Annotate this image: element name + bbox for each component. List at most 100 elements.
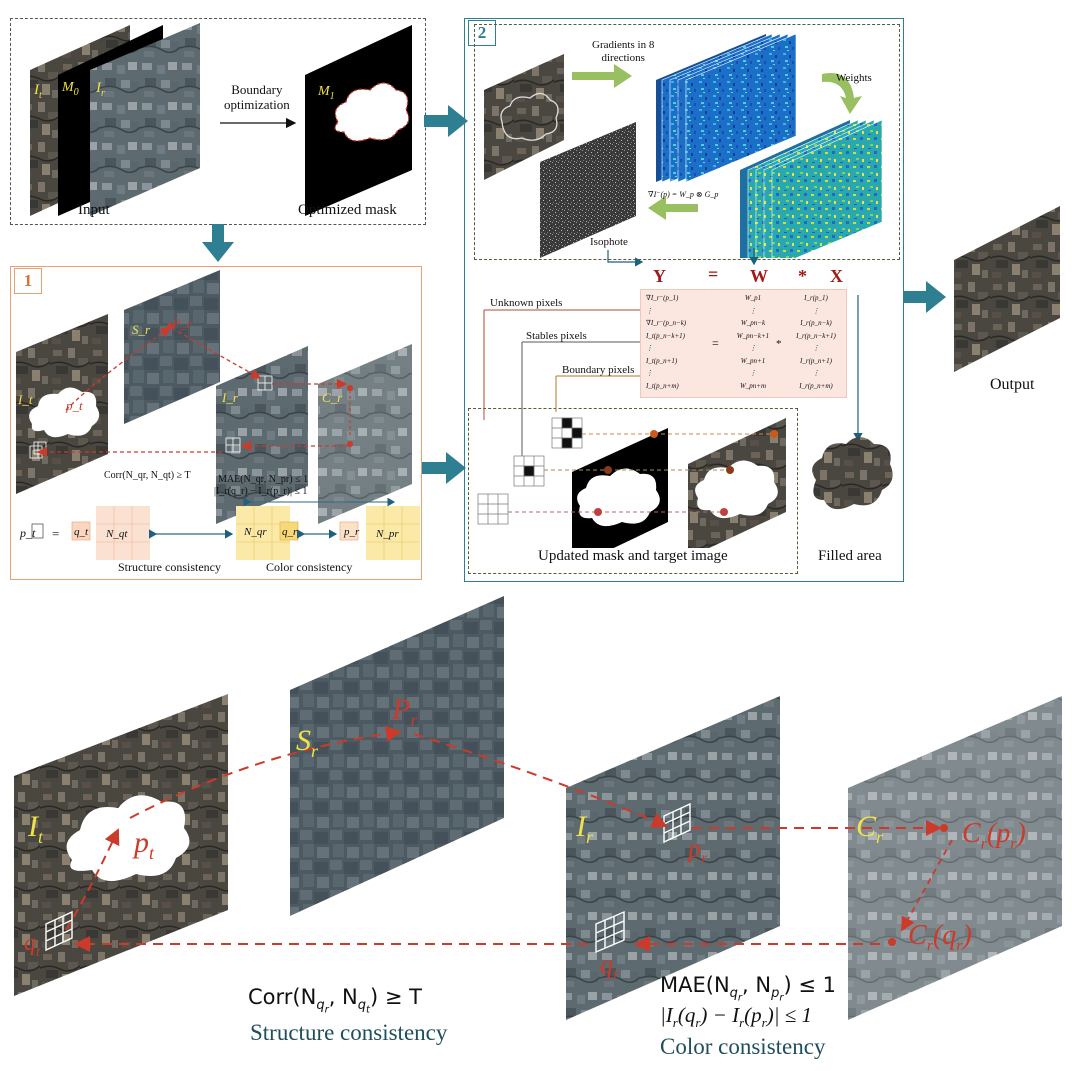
bottom-link-Pr-to-pr bbox=[413, 733, 668, 828]
p1-cloud bbox=[29, 387, 100, 438]
p1-color-caption: Color consistency bbox=[266, 560, 353, 574]
output-caption: Output bbox=[990, 376, 1035, 393]
gradient-subpanel bbox=[474, 24, 900, 260]
bottom-label-Cr: Cr bbox=[856, 810, 884, 847]
weights-label: Weights bbox=[836, 72, 872, 84]
bottom-label-qt: qt bbox=[24, 930, 40, 960]
p1-grid-qr bbox=[225, 437, 241, 453]
eq-star: * bbox=[798, 266, 807, 286]
badge-1: 1 bbox=[14, 268, 42, 294]
eq-Y: Y bbox=[653, 266, 666, 286]
p1-abs-formula: |I_r(q_r) − I_r(p_r)| ≤ 1 bbox=[214, 486, 308, 497]
arrow-to-output bbox=[904, 281, 946, 313]
p1-label-It: I_t bbox=[18, 392, 33, 407]
equation-matrix bbox=[640, 289, 847, 398]
teal-arrows bbox=[202, 105, 946, 484]
input-layers bbox=[30, 23, 412, 216]
p1-grid-Nqt bbox=[96, 506, 150, 560]
input-caption: Input bbox=[78, 202, 110, 218]
p1-label-Cr: C_r bbox=[322, 390, 343, 405]
panel-1 bbox=[10, 266, 422, 580]
p1-pr-label: p_r bbox=[344, 526, 360, 538]
p2-source-image bbox=[484, 54, 564, 180]
matrix-dot: * bbox=[776, 338, 782, 350]
label-M0: M0 bbox=[62, 80, 79, 98]
weights-arrow bbox=[822, 73, 862, 114]
unknown-pixels-label: Unknown pixels bbox=[490, 297, 563, 309]
bottom-abs-formula: |Ir(qr) − Ir(pr)| ≤ 1 bbox=[660, 1003, 812, 1031]
label-Ir: Ir bbox=[96, 80, 105, 99]
p1-image-Sr bbox=[124, 270, 220, 424]
p1-mae-formula: MAE(N_qr, N_pr) ≤ 1 bbox=[218, 474, 309, 485]
update-illustration bbox=[477, 417, 786, 548]
bottom-image-Sr bbox=[290, 596, 504, 916]
blue-gradient-stack bbox=[656, 33, 797, 183]
eq-equals: = bbox=[708, 264, 719, 284]
bottom-label-Sr: Sr bbox=[296, 724, 319, 761]
p1-corr-formula: Corr(N_qr, N_qt) ≥ T bbox=[104, 470, 191, 481]
p1-image-Cr bbox=[318, 344, 412, 524]
p1-pt-eq-label: p_t bbox=[20, 526, 36, 540]
isophote-label: Isophote bbox=[590, 236, 628, 248]
bottom-label-Crqr: Cr(qr) bbox=[908, 920, 972, 955]
p1-link-pt-to-Pr bbox=[65, 327, 172, 411]
green-gradient-stack bbox=[740, 119, 883, 258]
p1-qt-label: q_t bbox=[74, 526, 89, 538]
arrow-to-panel1 bbox=[202, 224, 234, 262]
filled-area bbox=[812, 437, 893, 510]
bottom-label-Crpr: Cr(pr) bbox=[962, 818, 1026, 853]
p1-Nqt-label: N_qt bbox=[106, 528, 128, 540]
isophote-arrow bbox=[648, 196, 698, 220]
bottom-link-pt-to-Pr bbox=[129, 725, 402, 819]
panel1-illustration bbox=[16, 270, 412, 524]
p1-image-Ir bbox=[216, 346, 308, 524]
p1-consistency-diagram bbox=[31, 498, 420, 560]
p1-Npr-label: N_pr bbox=[376, 528, 399, 540]
arrow-panel1-to-panel2 bbox=[422, 452, 466, 484]
optimized-mask-caption: Optimized mask bbox=[298, 202, 397, 218]
matrix-X-column: I_r(p_1)⋮I_r(p_n−k) I_r(p_n−k+1)⋮I_r(p_n… bbox=[796, 294, 836, 390]
bottom-label-It: It bbox=[28, 810, 44, 847]
isophote-image bbox=[540, 122, 636, 258]
bottom-label-qr: qr bbox=[600, 950, 620, 984]
p1-label-pt: p_t bbox=[66, 398, 83, 413]
p1-structure-caption: Structure consistency bbox=[118, 560, 221, 574]
bottom-image-Cr bbox=[848, 696, 1062, 1020]
p1-grid-Npr bbox=[366, 506, 420, 560]
bottom-label-Ir: Ir bbox=[576, 810, 594, 847]
boundary-pixels-label: Boundary pixels bbox=[562, 364, 635, 376]
bottom-corr-formula: Corr(Nqr, Nqt) ≥ T bbox=[248, 985, 422, 1016]
p1-pt-icon bbox=[31, 523, 44, 539]
bottom-cloud bbox=[66, 795, 190, 882]
matrix-Y-column: ∇I_r⁻(p_1)⋮∇I_r⁻(p_n−k) I_t(p_n−k+1)⋮I_t… bbox=[646, 294, 687, 390]
bottom-grid-pr bbox=[663, 802, 691, 844]
filled-caption: Filled area bbox=[818, 548, 882, 564]
optimized-mask-cloud bbox=[334, 82, 410, 142]
p1-grid-pr bbox=[257, 375, 273, 391]
label-M1: M1 bbox=[318, 84, 335, 102]
pixel-grid-stable bbox=[513, 455, 545, 487]
image-Ir-layer bbox=[90, 23, 200, 216]
gradient-arrow bbox=[572, 64, 632, 88]
bottom-structure-caption: Structure consistency bbox=[250, 1020, 448, 1045]
p1-Nqr-label: N_qr bbox=[244, 526, 267, 538]
bottom-link-pt-up bbox=[65, 828, 120, 931]
bottom-grid-qt bbox=[45, 910, 73, 952]
gradient-illustration bbox=[484, 33, 883, 258]
output-image bbox=[954, 206, 1060, 372]
bottom-grid-qr bbox=[595, 910, 625, 954]
pixel-grid-unknown bbox=[477, 493, 509, 525]
equation-connectors bbox=[483, 248, 863, 465]
stables-pixels-label: Stables pixels bbox=[526, 330, 587, 342]
bottom-label-pr: pr bbox=[688, 834, 708, 868]
p1-equals: = bbox=[52, 526, 60, 541]
bottom-label-Pr: Pr bbox=[392, 693, 418, 730]
eq-W: W bbox=[750, 266, 768, 286]
bottom-mae-formula: MAE(Nqr, Npr) ≤ 1 bbox=[660, 973, 836, 1004]
updated-caption: Updated mask and target image bbox=[538, 548, 728, 564]
eq-X: X bbox=[830, 266, 843, 286]
label-It: It bbox=[34, 82, 42, 101]
pixel-grid-boundary bbox=[551, 417, 583, 449]
bottom-illustration bbox=[14, 596, 1062, 1020]
